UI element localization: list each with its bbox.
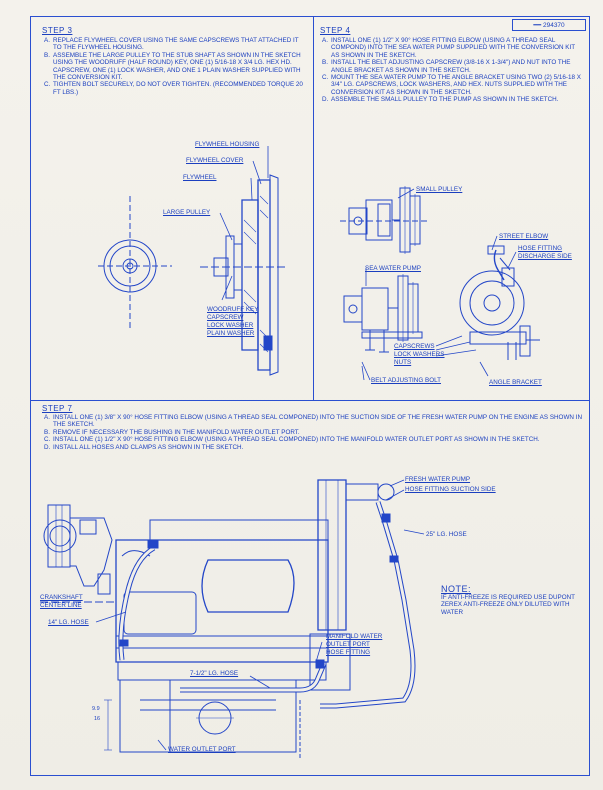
divider-horizontal: [30, 400, 590, 401]
label-manifold-water: MANIFOLD WATER: [326, 633, 383, 640]
step3-item: B.ASSEMBLE THE LARGE PULLEY TO THE STUB …: [44, 51, 301, 82]
label-water-outlet-port: WATER OUTLET PORT: [168, 746, 236, 753]
document-number: ━━ 294370: [512, 19, 586, 31]
label-discharge-side: DISCHARGE SIDE: [518, 253, 572, 260]
step7-item: D.INSTALL ALL HOSES AND CLAMPS AS SHOWN …: [44, 443, 244, 451]
label-capscrew: CAPSCREW: [207, 314, 244, 321]
step4-title: STEP 4: [320, 26, 351, 35]
step4-item: C.MOUNT THE SEA WATER PUMP TO THE ANGLE …: [322, 74, 581, 96]
step4-pump-upper: [340, 186, 430, 254]
label-angle-bracket: ANGLE BRACKET: [489, 379, 542, 386]
label-street-elbow: STREET ELBOW: [499, 233, 549, 240]
step4-item: B.INSTALL THE BELT ADJUSTING CAPSCREW (3…: [322, 59, 571, 74]
label-hose-7: 7-1/2" LG. HOSE: [190, 670, 239, 677]
step4-pump-lower: [344, 274, 422, 352]
step4-item: D.ASSEMBLE THE SMALL PULLEY TO THE PUMP …: [322, 96, 559, 104]
label-small-pulley: SMALL PULLEY: [416, 186, 463, 193]
label-nuts: NUTS: [394, 359, 412, 366]
step7-title: STEP 7: [42, 404, 73, 413]
step4-item: A.INSTALL ONE (1) 1/2" X 90° HOSE FITTIN…: [322, 37, 575, 59]
step4-round-pump: [460, 246, 540, 360]
step7-item: B.REMOVE IF NECESSARY THE BUSHING IN THE…: [44, 428, 300, 436]
divider-vertical: [313, 16, 314, 400]
step3-item: C.TIGHTEN BOLT SECURELY, DO NOT OVER TIG…: [44, 81, 303, 96]
label-hose-25: 25" LG. HOSE: [426, 531, 467, 538]
label-sea-water-pump: SEA WATER PUMP: [365, 265, 421, 272]
step7-item: C.INSTALL ONE (1) 1/2" X 90° HOSE FITTIN…: [44, 436, 540, 444]
step7-instructions: A.INSTALL ONE (1) 3/8" X 90° HOSE FITTIN…: [44, 414, 584, 451]
label-fresh-water-pump: FRESH WATER PUMP: [405, 476, 471, 483]
label-large-pulley: LARGE PULLEY: [163, 209, 211, 216]
step7-engine: [40, 480, 413, 760]
document-number-value: 294370: [542, 22, 565, 29]
step3-side-view: [200, 175, 285, 375]
label-crankshaft: CRANKSHAFT: [40, 594, 83, 601]
step3-front-view: [98, 196, 172, 330]
note-body: IF ANTI-FREEZE IS REQUIRED USE DUPONT ZE…: [441, 594, 575, 616]
label-dimension-a: 9.9: [92, 706, 100, 712]
step7-item: A.INSTALL ONE (1) 3/8" X 90° HOSE FITTIN…: [44, 414, 582, 429]
page-border: [30, 16, 590, 776]
label-belt-adjusting-bolt: BELT ADJUSTING BOLT: [371, 377, 441, 384]
step3-title: STEP 3: [42, 26, 73, 35]
step3-instructions: A.REPLACE FLYWHEEL COVER USING THE SAME …: [44, 37, 306, 96]
label-center-line: CENTER LINE: [40, 602, 82, 609]
label-hose-14: 14" LG. HOSE: [48, 619, 89, 626]
step7-leaders: [96, 480, 424, 750]
label-hose-fitting-suction: HOSE FITTING SUCTION SIDE: [405, 486, 496, 493]
label-flywheel-housing: FLYWHEEL HOUSING: [195, 141, 260, 148]
label-dimension-b: 16: [94, 716, 101, 722]
label-lock-washer: LOCK WASHER: [207, 322, 254, 329]
label-capscrews: CAPSCREWS: [394, 343, 435, 350]
step4-instructions: A.INSTALL ONE (1) 1/2" X 90° HOSE FITTIN…: [322, 37, 584, 104]
note-title: NOTE:: [441, 584, 472, 594]
label-hose-fitting-manifold: HOSE FITTING: [326, 649, 371, 656]
step3-item: A.REPLACE FLYWHEEL COVER USING THE SAME …: [44, 37, 299, 52]
label-flywheel: FLYWHEEL: [183, 174, 217, 181]
label-hose-fitting: HOSE FITTING: [518, 245, 563, 252]
step3-leaders: [220, 146, 268, 300]
label-flywheel-cover: FLYWHEEL COVER: [186, 157, 244, 164]
label-outlet-port: OUTLET PORT: [326, 641, 370, 648]
step4-leaders: [362, 189, 516, 380]
label-plain-washer: PLAIN WASHER: [207, 330, 255, 337]
label-woodruff-key: WOODRUFF KEY: [207, 306, 259, 313]
label-lock-washers: LOCK WASHERS: [394, 351, 445, 358]
